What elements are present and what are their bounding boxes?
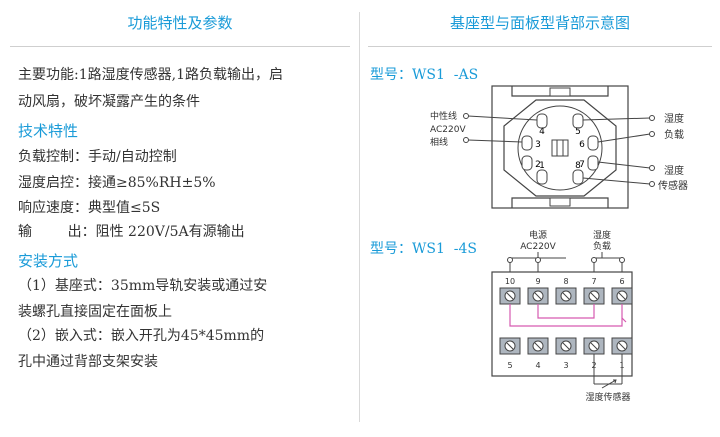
lead-sensor-a [597, 161, 651, 169]
main-function-line2: 动风扇，破坏凝露产生的条件 [18, 94, 200, 110]
terminal-num-5: 5 [507, 361, 512, 370]
pin-6: 6 [579, 135, 599, 151]
lead-neutral [467, 115, 538, 121]
install-method1-line2: 装螺孔直接固定在面板上 [18, 304, 172, 320]
svg-text:6: 6 [579, 140, 585, 150]
tech-specs-title: 技术特性 [18, 122, 79, 140]
socket-ring [517, 105, 603, 191]
install-method1-line1: （1）基座式：35mm导轨安装或通过安 [18, 278, 268, 294]
label-humidity-sensor: 湿度传感器 [585, 391, 630, 403]
pin-5: 5 [572, 113, 584, 137]
svg-text:1: 1 [539, 161, 545, 171]
pin-2: 2 [521, 155, 541, 171]
pin-4: 4 [536, 113, 548, 137]
lead-load-b [597, 133, 651, 143]
installation-title: 安装方式 [18, 252, 79, 270]
terminal-num-7: 7 [591, 277, 596, 286]
label-humidity-2: 湿度 [664, 164, 684, 177]
svg-text:7: 7 [579, 160, 585, 170]
model-label-as: 型号：WS1 -AS [370, 67, 479, 83]
terminal-num-10: 10 [505, 277, 515, 286]
install-method2-line1: （2）嵌入式：嵌入开孔为45*45mm的 [18, 328, 265, 344]
label-phase: 相线 [430, 136, 448, 148]
vertical-divider [359, 12, 360, 422]
svg-text:4: 4 [539, 127, 545, 137]
humidity-start-spec: 湿度启控：接通≥85%RH±5% [18, 175, 216, 191]
pin-7: 7 [579, 155, 599, 171]
main-function-line1: 主要功能:1路湿度传感器,1路负载输出，启 [18, 67, 283, 83]
socket-key-bottom [549, 197, 571, 207]
svg-text:3: 3 [535, 140, 541, 150]
pin-3: 3 [521, 135, 541, 151]
label-load: 负载 [664, 128, 684, 141]
socket-key-top [549, 87, 571, 97]
terminal-num-6: 6 [619, 277, 624, 286]
model-label-4s: 型号：WS1 -4S [370, 241, 478, 257]
svg-text:2: 2 [535, 160, 541, 170]
terminal-num-4: 4 [535, 361, 540, 370]
terminal-diagram-4s: 电源 AC220V 湿度 负载 10 9 8 7 6 [491, 229, 633, 403]
pin-8: 8 [572, 161, 584, 185]
label-ac220v: AC220V [430, 125, 466, 135]
label-humidity-1: 湿度 [664, 112, 684, 125]
output-spec: 输 出：阻性 220V/5A有源输出 [18, 224, 245, 240]
load-control-spec: 负载控制：手动/自动控制 [18, 149, 177, 165]
lead-sensor-b [582, 177, 651, 185]
response-speed-spec: 响应速度：典型值≤5S [18, 200, 161, 216]
terminal-num-9: 9 [535, 277, 540, 286]
label-load-humidity: 湿度 [593, 229, 611, 241]
label-load-2: 负载 [593, 240, 611, 252]
lead-phase [467, 139, 523, 143]
svg-text:5: 5 [575, 127, 581, 137]
label-sensor: 传感器 [658, 179, 688, 192]
terminal-num-8: 8 [563, 277, 568, 286]
label-power-ac220v: AC220V [520, 242, 556, 252]
label-neutral: 中性线 [430, 110, 457, 122]
svg-text:8: 8 [575, 161, 581, 171]
pin-1: 1 [536, 161, 548, 185]
section-header-features: 功能特性及参数 [10, 0, 350, 47]
internal-wiring [509, 304, 627, 327]
label-power: 电源 [529, 229, 547, 241]
socket-diagram-as: 4 5 3 6 2 7 1 8 中性线 AC220V 相线 湿度 负载 湿度 传… [430, 85, 688, 209]
section-header-diagram: 基座型与面板型背部示意图 [368, 0, 712, 47]
terminal-num-3: 3 [563, 361, 568, 370]
socket-center-key [551, 139, 569, 157]
lead-load-a [582, 117, 651, 121]
install-method2-line2: 孔中通过背部支架安装 [18, 354, 158, 370]
